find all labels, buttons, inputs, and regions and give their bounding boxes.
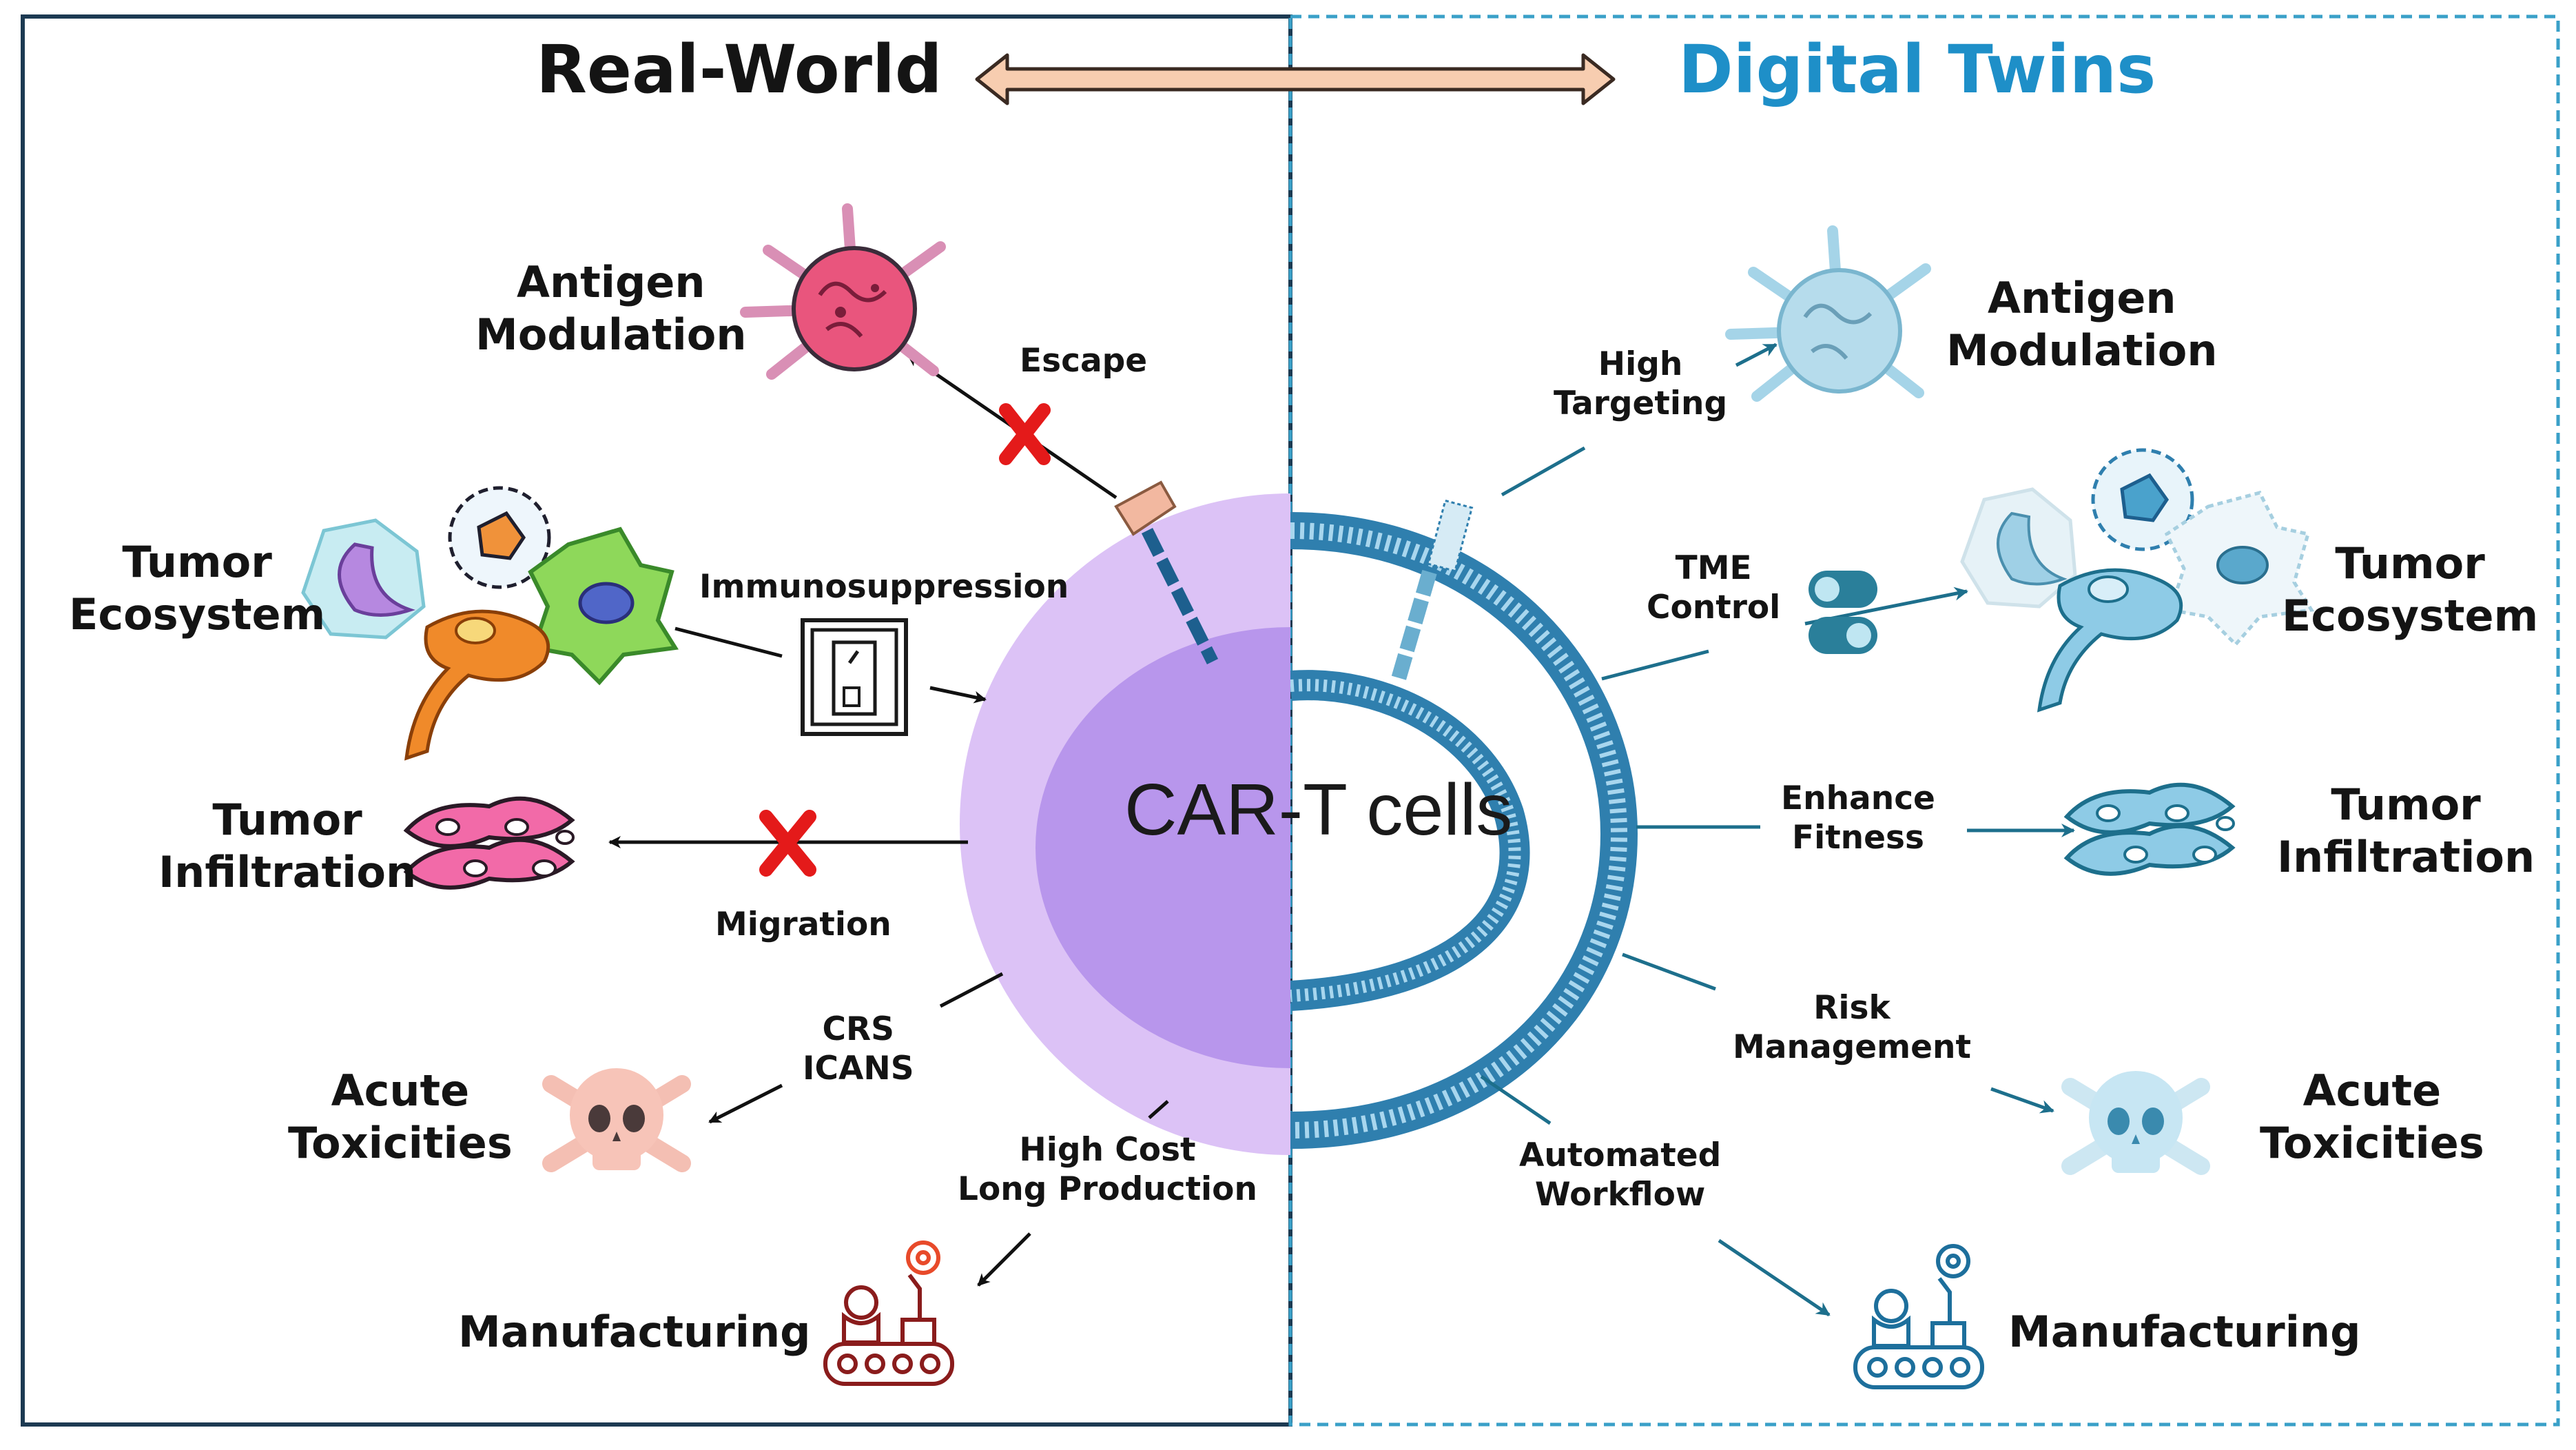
immune-cell-icon: [404, 609, 550, 761]
factory-icon: [823, 1240, 954, 1386]
macrophage-icon: [1960, 487, 2077, 609]
car-t-cell-digital: [1290, 512, 1638, 1149]
right-connectors: [1480, 343, 2075, 1317]
risk-line: [1622, 952, 1716, 991]
crs-arrow: [708, 1083, 783, 1124]
double-arrow: [975, 53, 1616, 105]
immuno-line: [674, 626, 783, 658]
toggle-icon: [1809, 571, 1877, 654]
digital-twins-panel: [1288, 14, 2560, 1427]
cross-icon: [759, 810, 816, 877]
immuno-arrow: [929, 686, 987, 704]
tissue-icon: [403, 796, 575, 890]
virus-icon: [740, 203, 946, 380]
tme-line: [1601, 649, 1709, 681]
factory-icon: [1853, 1244, 1984, 1389]
receptor-digital-icon: [1391, 499, 1474, 682]
immunosuppression-label: Immunosuppression: [699, 568, 1069, 606]
receptor-icon: [1114, 480, 1219, 665]
migration-label: Migration: [715, 906, 892, 943]
escape-label: Escape: [1020, 342, 1148, 380]
switch-icon: [801, 618, 908, 736]
dendritic-cell-icon: [448, 486, 551, 589]
targeting-arrow: [1735, 343, 1778, 367]
dendritic-cell-icon: [2091, 448, 2194, 551]
skull-icon: [2061, 1071, 2210, 1175]
workflow-line: [1480, 1074, 1552, 1125]
macrophage-icon: [301, 518, 426, 640]
immune-cell-icon: [2037, 568, 2183, 713]
skull-icon: [542, 1068, 691, 1172]
targeting-line: [1501, 446, 1586, 497]
tissue-icon: [2063, 782, 2236, 876]
cost-line: [1148, 1100, 1169, 1119]
risk-arrow: [1990, 1087, 2054, 1114]
rw-manufacturing-label: Manufacturing: [458, 1307, 811, 1357]
right-title: Digital Twins: [1678, 31, 2156, 108]
workflow-arrow: [1718, 1238, 1831, 1317]
left-title: Real-World: [536, 31, 942, 108]
crs-line: [939, 972, 1004, 1008]
car-t-label: CAR-T cells: [1124, 769, 1513, 850]
virus-icon: [1725, 225, 1931, 402]
tumor-cell-icon: [2164, 491, 2315, 647]
cost-arrow: [977, 1232, 1031, 1287]
dt-manufacturing-label: Manufacturing: [2008, 1307, 2361, 1357]
tumor-cell-icon: [528, 527, 679, 686]
cross-icon: [999, 403, 1051, 465]
